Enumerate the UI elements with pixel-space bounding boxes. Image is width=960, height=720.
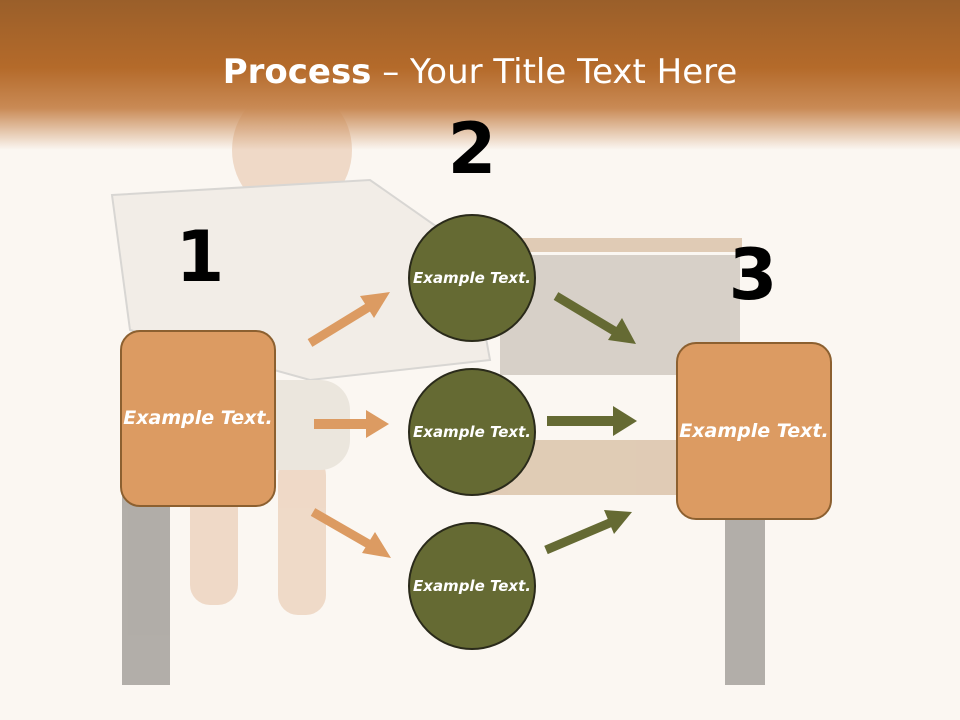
step-number-2: 2 xyxy=(447,108,497,190)
step-number-1: 1 xyxy=(175,216,225,298)
title-rest: – Your Title Text Here xyxy=(371,52,738,92)
bench-leg-right xyxy=(725,495,765,685)
arrow-middle-to-right xyxy=(547,406,637,436)
left-process-box: Example Text. xyxy=(120,330,276,507)
arrow-left-to-middle xyxy=(314,410,389,438)
circle-bottom: Example Text. xyxy=(408,522,536,650)
circle-middle-text: Example Text. xyxy=(413,422,531,441)
arrow-bottom-to-right xyxy=(544,510,632,555)
bench-leg-left xyxy=(122,495,170,685)
arrow-left-to-top xyxy=(307,292,390,347)
header-band xyxy=(0,0,960,150)
title-bold: Process xyxy=(222,52,372,92)
left-box-text: Example Text. xyxy=(123,407,273,429)
circle-bottom-text: Example Text. xyxy=(413,576,531,595)
right-box-text: Example Text. xyxy=(679,419,829,442)
child-leg-right xyxy=(278,455,326,615)
circle-top: Example Text. xyxy=(408,214,536,342)
circle-middle: Example Text. xyxy=(408,368,536,496)
bench-back-rail xyxy=(520,238,742,252)
arrow-left-to-bottom xyxy=(310,508,391,558)
step-number-3: 3 xyxy=(728,234,778,316)
right-process-box: Example Text. xyxy=(676,342,832,520)
arrow-top-to-right xyxy=(553,292,636,344)
circle-top-text: Example Text. xyxy=(413,268,531,287)
slide-title: Process – Your Title Text Here xyxy=(0,52,960,92)
